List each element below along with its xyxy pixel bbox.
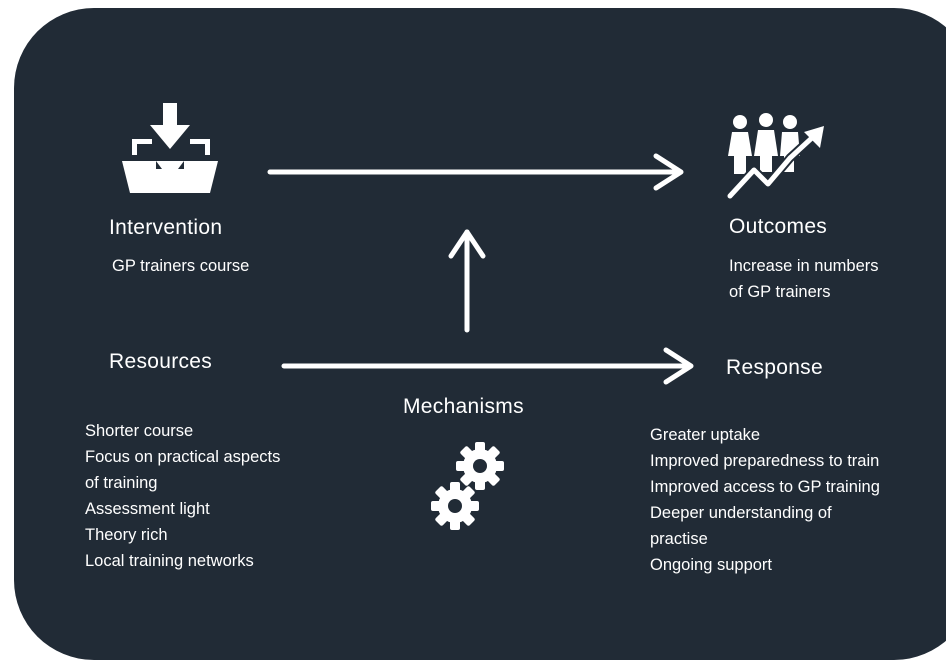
resources-list: Shorter course Focus on practical aspect… xyxy=(85,418,280,574)
list-item: Improved access to GP training xyxy=(650,478,880,496)
outcomes-line: of GP trainers xyxy=(729,283,831,301)
outcomes-line: Increase in numbers xyxy=(729,257,879,275)
list-item: Local training networks xyxy=(85,552,254,570)
list-item: practise xyxy=(650,530,708,548)
list-item: Assessment light xyxy=(85,500,210,518)
list-item: Focus on practical aspects xyxy=(85,448,281,466)
mechanisms-up-arrow xyxy=(448,229,486,333)
response-list: Greater uptake Improved preparedness to … xyxy=(650,422,880,578)
list-item: Ongoing support xyxy=(650,556,773,574)
gears-icon xyxy=(431,442,504,530)
outcomes-description: Increase in numbers of GP trainers xyxy=(729,253,879,305)
resources-heading: Resources xyxy=(109,350,213,373)
list-item: Greater uptake xyxy=(650,426,761,444)
response-heading: Response xyxy=(726,356,823,379)
mechanisms-heading: Mechanisms xyxy=(403,395,524,418)
intervention-subtitle: GP trainers course xyxy=(112,257,250,275)
list-item: Theory rich xyxy=(85,526,168,544)
intervention-heading: Intervention xyxy=(109,216,223,239)
intervention-to-outcomes-arrow xyxy=(267,153,684,191)
list-item: of training xyxy=(85,474,158,492)
list-item: Improved preparedness to train xyxy=(650,452,880,470)
resources-to-response-arrow xyxy=(281,347,694,385)
inbox-download-icon xyxy=(122,103,218,193)
people-growth-icon xyxy=(725,113,824,200)
list-item: Shorter course xyxy=(85,422,194,440)
outcomes-heading: Outcomes xyxy=(729,215,828,238)
list-item: Deeper understanding of xyxy=(650,504,832,522)
